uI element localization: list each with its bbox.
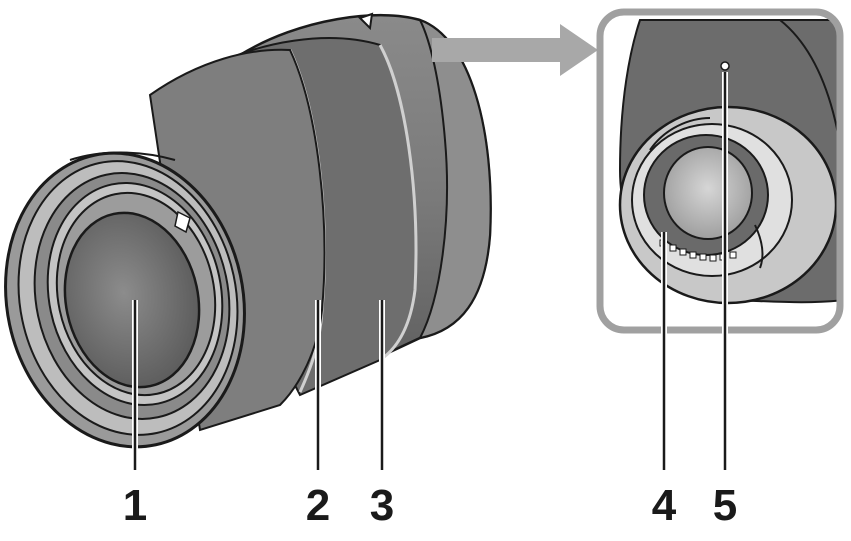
callout-4: 4 [652, 481, 677, 530]
callout-2: 2 [306, 481, 330, 530]
inset-frame [596, 8, 844, 334]
front-groove [69, 151, 176, 161]
mount-bayonet-tab [649, 117, 711, 151]
lens-rear-view [596, 8, 844, 334]
hood-bayonet-tab [174, 210, 191, 234]
lens-front-view [4, 12, 492, 449]
callout-1: 1 [123, 481, 147, 530]
callout-5: 5 [713, 481, 737, 530]
zoom-ring-edge [378, 44, 418, 362]
rear-barrel-edge [779, 19, 840, 251]
barrel-rear-cap [417, 18, 492, 340]
zoom-arrow [432, 24, 598, 76]
lens-mount-marker [720, 61, 730, 71]
rear-lens-glass [663, 146, 753, 240]
callout-3: 3 [370, 481, 394, 530]
leader-lines-core [133, 72, 727, 470]
mount-bayonet-tab-2 [754, 224, 764, 269]
mount-index-dot [358, 12, 374, 31]
